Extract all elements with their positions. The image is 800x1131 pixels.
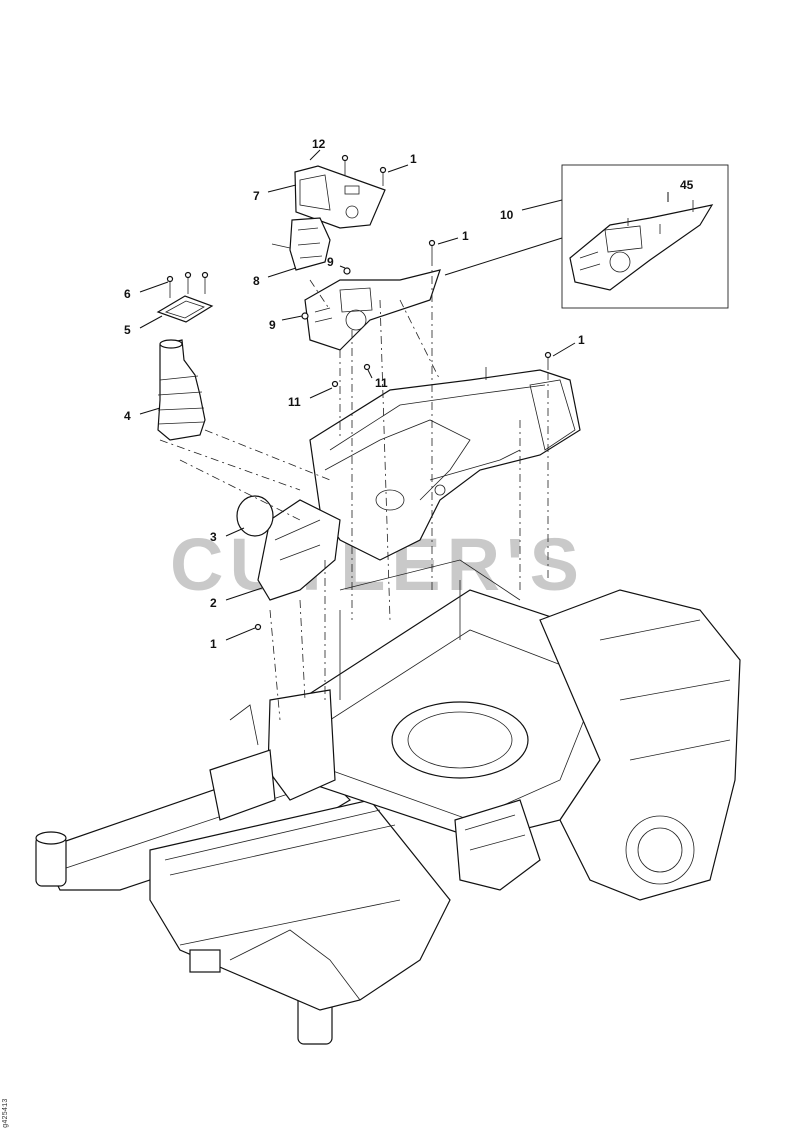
console-cover	[236, 369, 581, 601]
callout-12: 12	[312, 137, 326, 151]
detail-inset	[561, 164, 729, 309]
upper-brackets	[254, 154, 552, 631]
callout-1: 1	[410, 152, 417, 166]
callout-6: 6	[124, 287, 131, 301]
mower-frame	[35, 559, 741, 1045]
callout-3: 3	[210, 530, 217, 544]
callout-45: 45	[680, 178, 694, 192]
callout-1: 1	[578, 333, 585, 347]
callout-4: 4	[124, 409, 131, 423]
callout-7: 7	[253, 189, 260, 203]
callout-10: 10	[500, 208, 514, 222]
callout-5: 5	[124, 323, 131, 337]
callout-8: 8	[253, 274, 260, 288]
callout-1: 1	[210, 637, 217, 651]
callout-labels: 12 1 7 1 9 8 6 9 5 1 11 11 4 3 2 1 10 45	[124, 137, 694, 651]
figure-id: g425413	[2, 1098, 10, 1128]
leader-lines	[139, 149, 669, 641]
callout-1: 1	[462, 229, 469, 243]
callout-11: 11	[288, 395, 301, 409]
control-boot-assembly	[156, 271, 214, 441]
callout-9: 9	[327, 255, 334, 269]
callout-2: 2	[210, 596, 217, 610]
assembly-lines	[159, 258, 549, 721]
callout-11: 11	[375, 376, 388, 390]
callout-9: 9	[269, 318, 276, 332]
